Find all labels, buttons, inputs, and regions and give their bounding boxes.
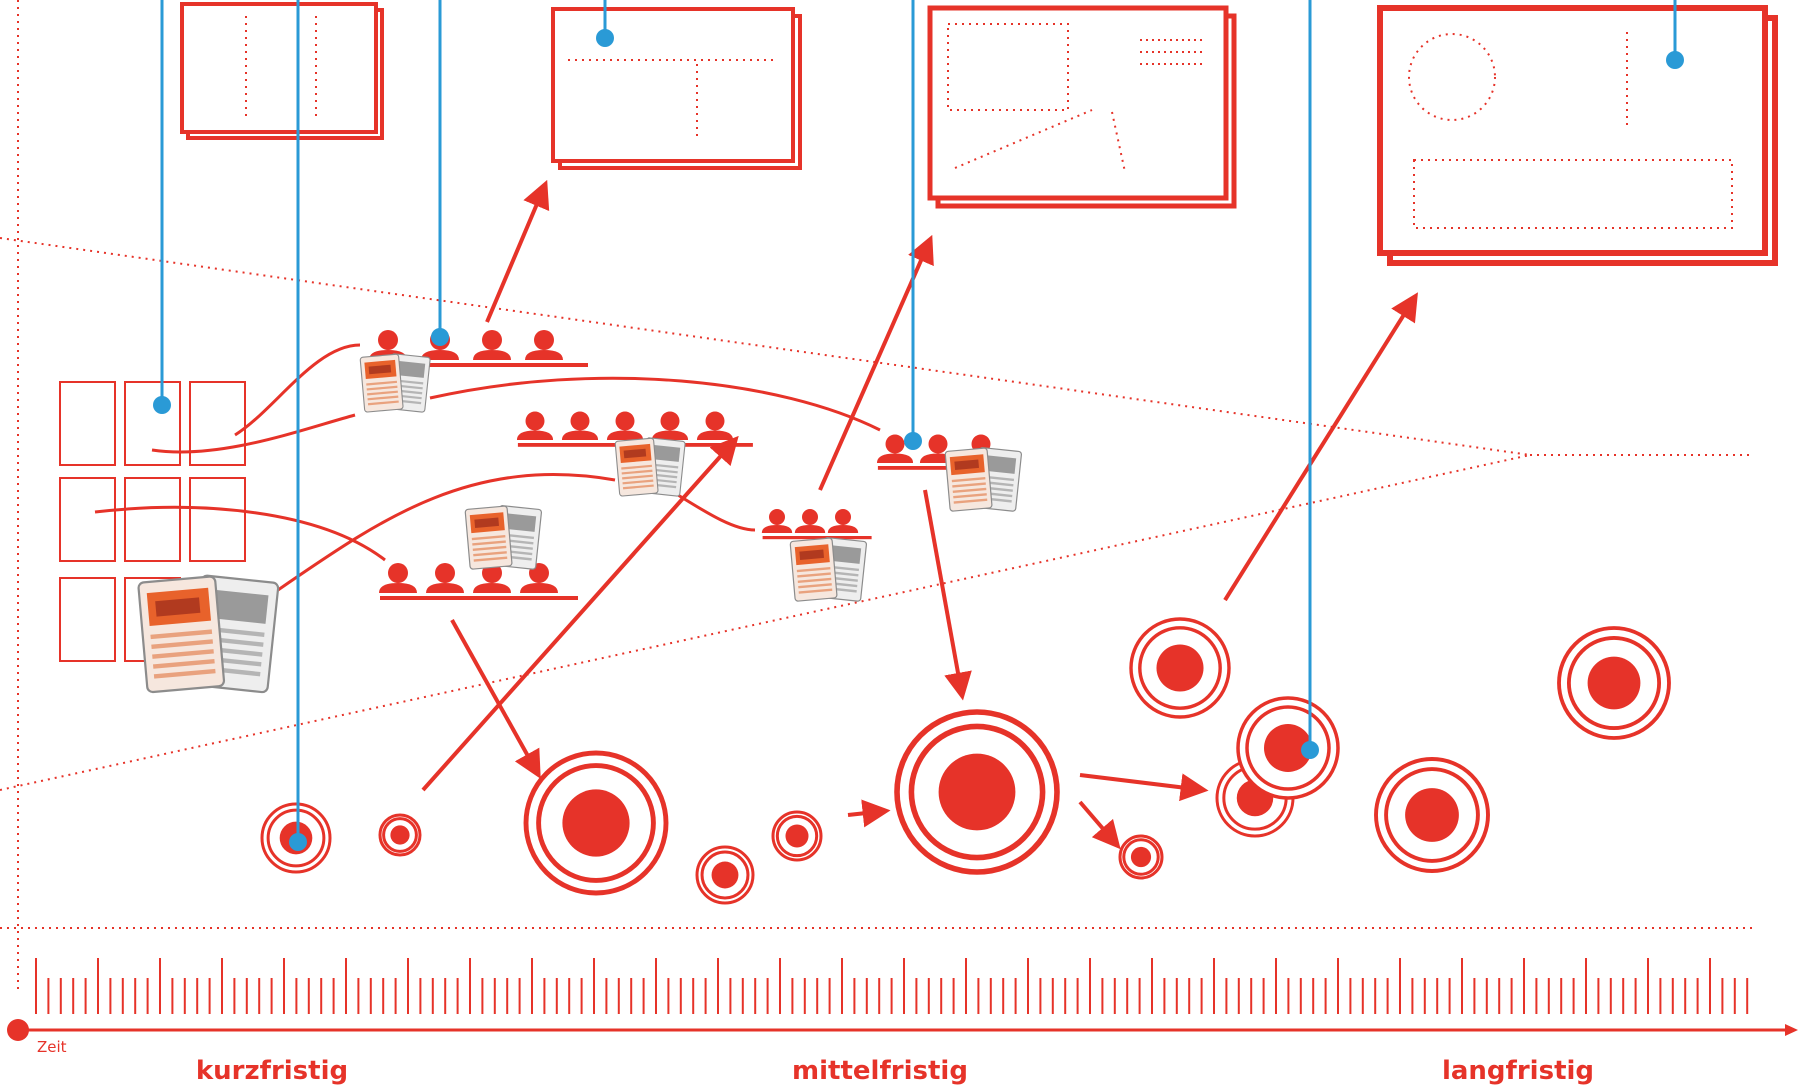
person-icon (696, 411, 734, 440)
display-screen-1 (180, 2, 384, 140)
display-screen-3 (927, 5, 1237, 209)
flow-arrows (421, 179, 1418, 850)
target-circle-icon (771, 810, 823, 862)
target-circle-icon (1236, 696, 1340, 800)
target-circle-icon (1374, 757, 1490, 873)
person-group-icon (761, 509, 872, 540)
display-screen-2 (551, 7, 802, 170)
playing-card-pair-icon (137, 574, 280, 694)
timeline-start-dot (7, 1019, 29, 1041)
pin-dot-icon (153, 0, 171, 414)
target-circle-icon (695, 845, 755, 905)
person-icon (379, 563, 417, 593)
target-circle-icon (378, 813, 422, 857)
person-icon (516, 411, 554, 440)
target-circle-icon (1129, 617, 1231, 719)
person-icon (794, 509, 826, 533)
pin-dot-icon (596, 0, 614, 47)
pin-dot-icon (1666, 0, 1684, 69)
person-icon (876, 434, 914, 463)
paper-sheet-grid (59, 381, 246, 662)
person-icon (426, 563, 464, 593)
person-icon (651, 411, 689, 440)
playing-card-pair-icon (359, 353, 431, 413)
pin-dot-icon (1301, 0, 1319, 759)
person-icon (606, 411, 644, 440)
target-circle-icon (894, 709, 1060, 875)
playing-card-pair-icon (614, 437, 686, 497)
person-icon (525, 330, 563, 360)
person-icon (473, 330, 511, 360)
pin-dot-icon (431, 0, 449, 346)
person-icon (827, 509, 859, 533)
pin-dot-icon (904, 0, 922, 450)
timeline-start-label: Zeit (37, 1038, 67, 1056)
timeline-label-mittelfristig: mittelfristig (792, 1056, 968, 1086)
timeline-label-kurzfristig: kurzfristig (196, 1056, 348, 1086)
timeline-axis (7, 958, 1798, 1041)
display-screen-4 (1377, 5, 1778, 266)
target-circle-icon (523, 750, 669, 896)
person-icon (761, 509, 793, 533)
playing-card-pair-icon (464, 505, 543, 570)
dotted-guides (0, 0, 1752, 990)
timeline-label-langfristig: langfristig (1442, 1056, 1594, 1086)
playing-card-pair-icon (944, 447, 1023, 512)
flow-curves (94, 343, 881, 594)
playing-card-pair-icon (789, 537, 868, 602)
person-icon (561, 411, 599, 440)
target-circle-icon (1557, 626, 1671, 740)
target-circle-icon (1118, 834, 1164, 880)
pin-dot-icon (289, 0, 307, 851)
